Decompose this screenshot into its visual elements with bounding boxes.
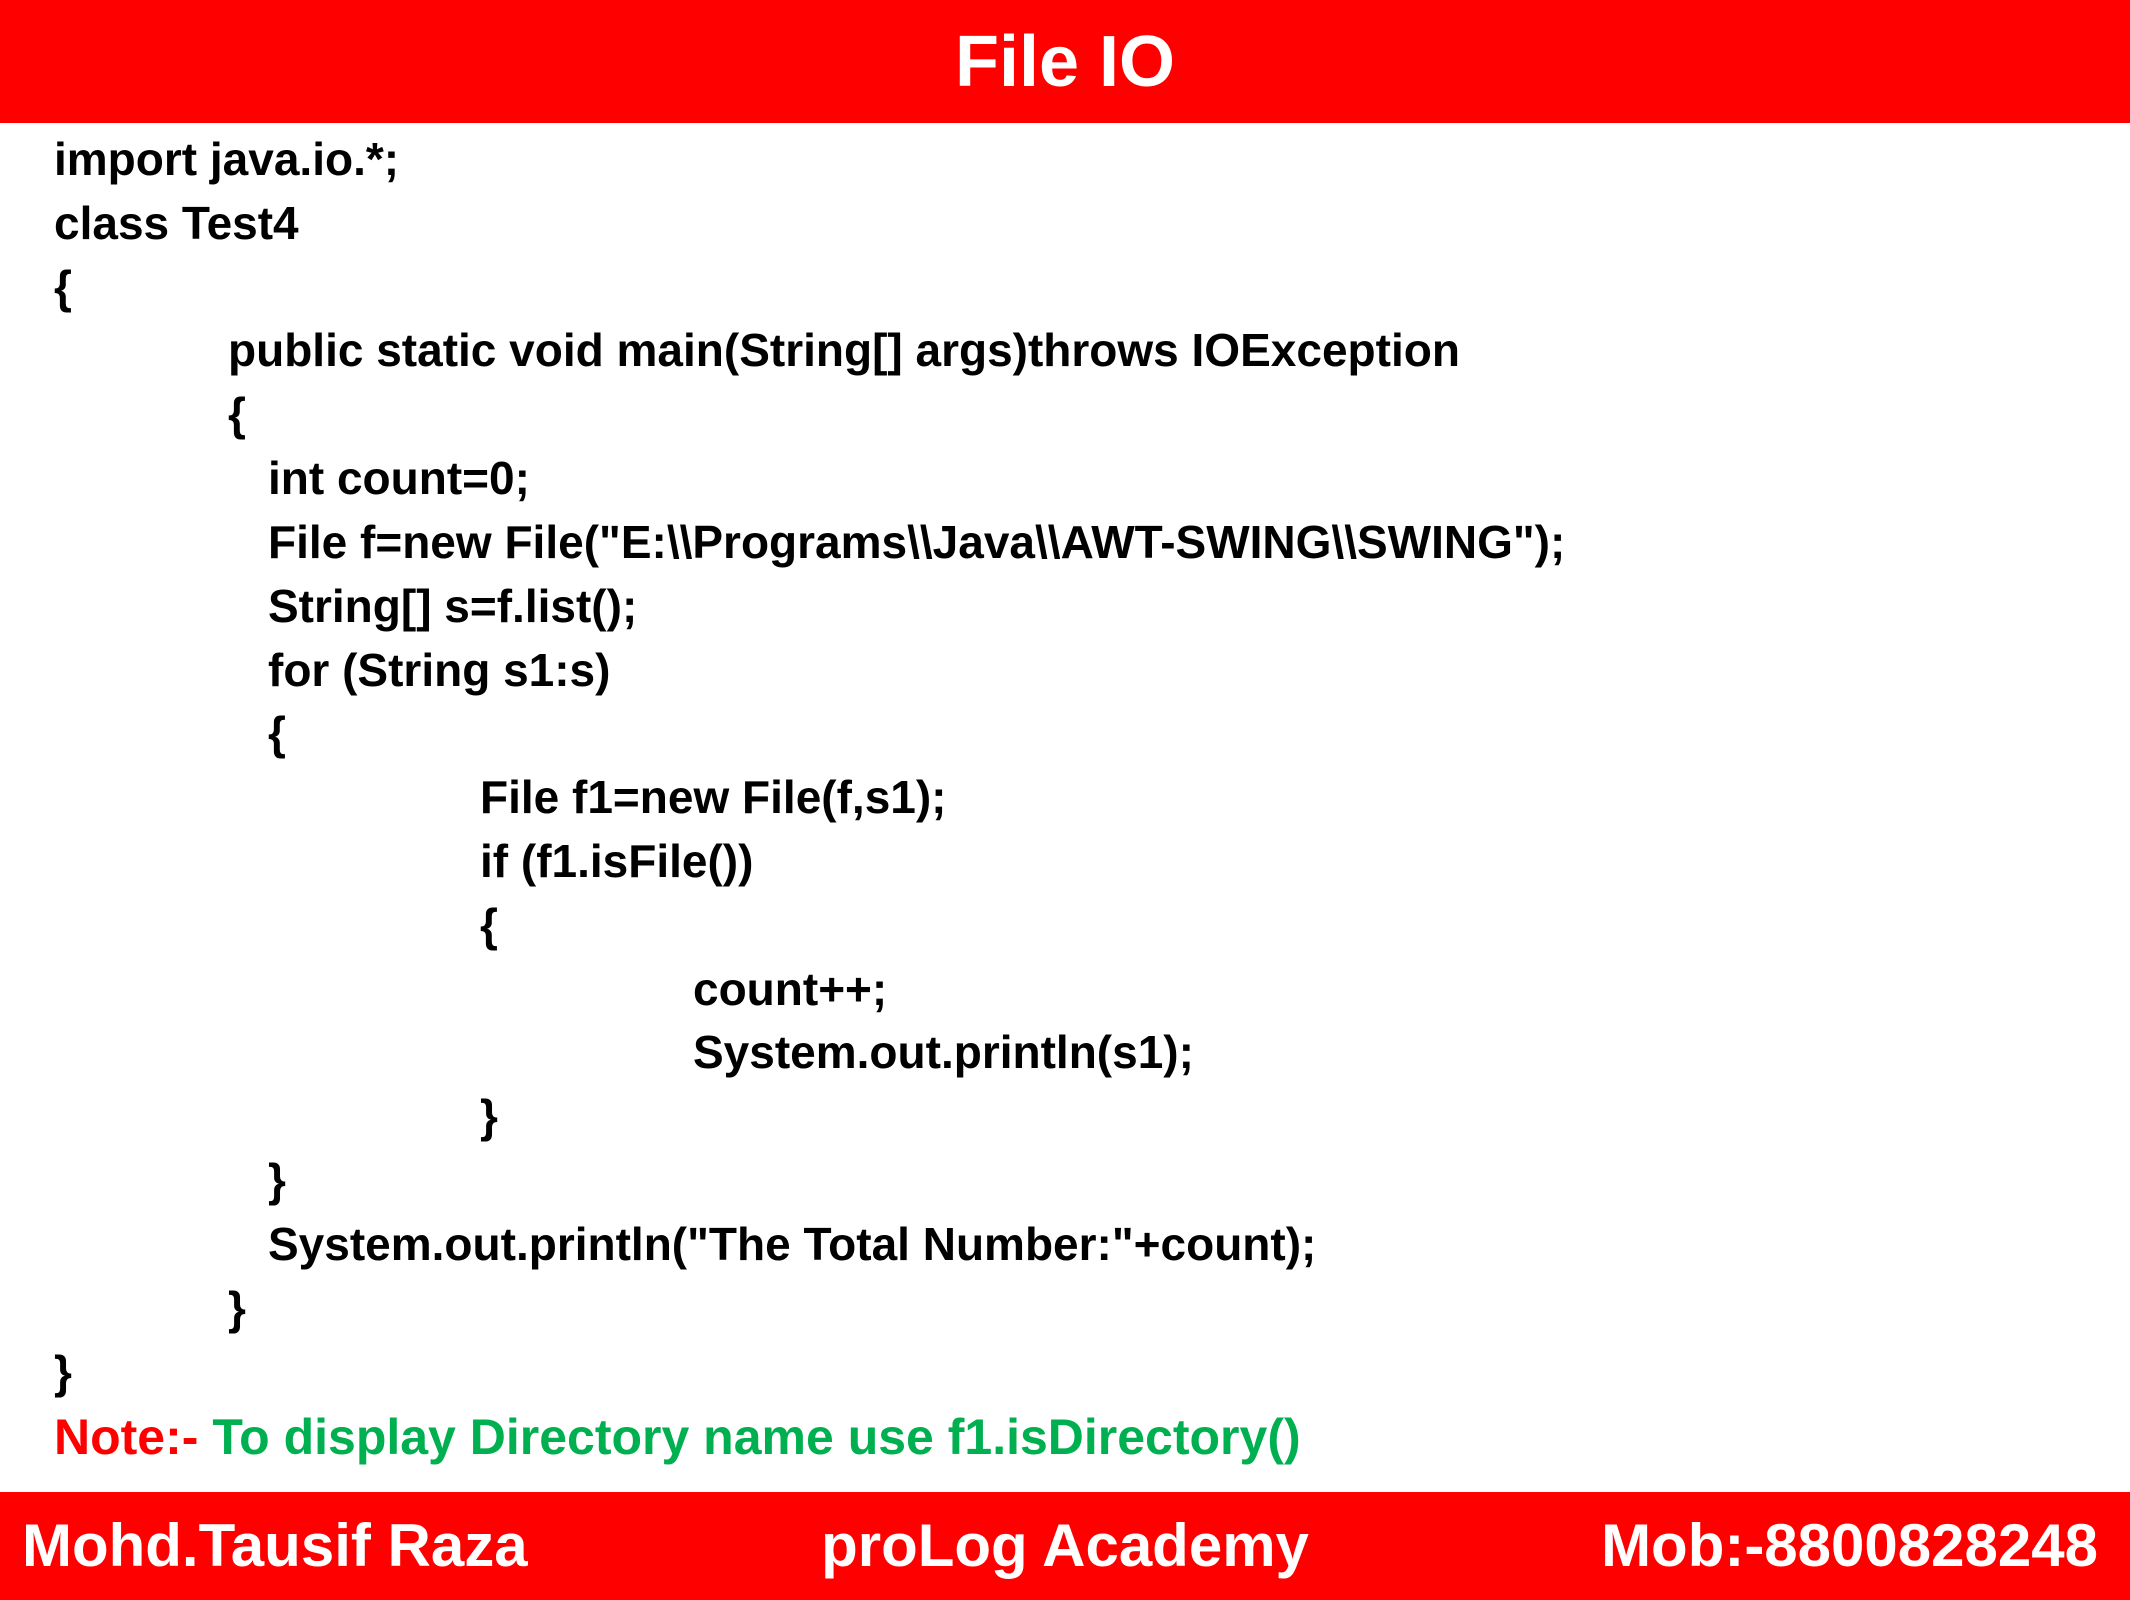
- code-line-9: for (String s1:s): [268, 644, 611, 696]
- title-bar: File IO: [0, 0, 2130, 123]
- code-line-17: }: [268, 1154, 286, 1206]
- code-line-15: System.out.println(s1);: [693, 1026, 1194, 1078]
- code-line-20: }: [54, 1346, 72, 1398]
- code-line-12: if (f1.isFile()): [480, 835, 754, 887]
- note-text: To display Directory name use f1.isDirec…: [212, 1409, 1301, 1465]
- code-line-18: System.out.println("The Total Number:"+c…: [268, 1218, 1317, 1270]
- footer-bar: Mohd.Tausif Raza proLog Academy Mob:-880…: [0, 1492, 2130, 1600]
- author-name: Mohd.Tausif Raza: [22, 1512, 528, 1579]
- code-line-16: }: [480, 1090, 498, 1142]
- code-block: import java.io.*; class Test4 { public s…: [0, 124, 2130, 1488]
- code-line-14: count++;: [693, 963, 888, 1015]
- note-label: Note:-: [54, 1409, 213, 1465]
- code-line-13: {: [480, 899, 498, 951]
- code-line-3: {: [54, 261, 72, 313]
- note: Note:- To display Directory name use f1.…: [54, 1412, 1301, 1462]
- code-line-2: class Test4: [54, 197, 299, 249]
- academy-name: proLog Academy: [821, 1512, 1309, 1579]
- code-line-10: {: [268, 707, 286, 759]
- code-line-1: import java.io.*;: [54, 133, 400, 185]
- code-line-19: }: [228, 1282, 246, 1334]
- code-line-8: String[] s=f.list();: [268, 580, 638, 632]
- code-line-4: public static void main(String[] args)th…: [228, 324, 1460, 376]
- code-line-7: File f=new File("E:\\Programs\\Java\\AWT…: [268, 516, 1566, 568]
- mobile-number: Mob:-8800828248: [1601, 1512, 2098, 1579]
- code-line-11: File f1=new File(f,s1);: [480, 771, 947, 823]
- code-line-5: {: [228, 388, 246, 440]
- code-line-6: int count=0;: [268, 452, 530, 504]
- page-title: File IO: [954, 21, 1176, 102]
